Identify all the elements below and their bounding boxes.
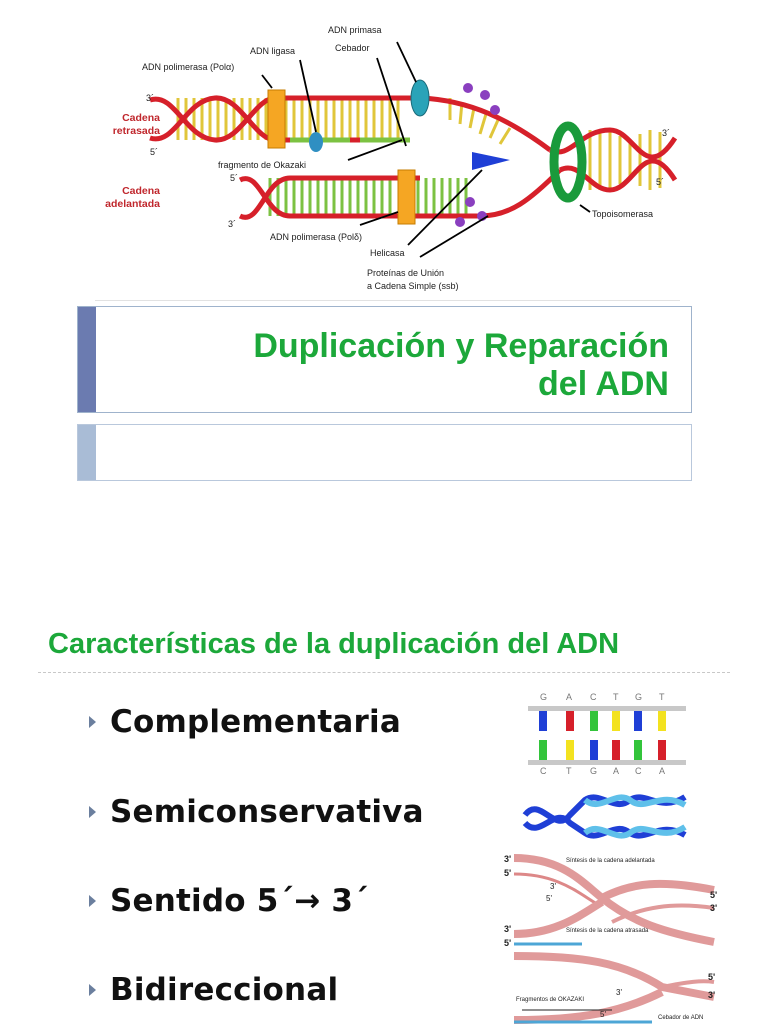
fork-end-label: 5' [708,972,716,982]
base-bottom: A [659,766,666,776]
end-bot-left-3: 3´ [228,219,237,229]
fork-end-label: 5' [710,890,718,900]
base-bottom: T [566,766,572,776]
base-top: G [540,692,548,702]
base-pairing-figure: G A C T G T C T G A C A [528,690,688,778]
page-title: Duplicación y Reparación del ADN [253,327,669,403]
bullet-text: Bidireccional [110,972,339,1008]
subtitle-accent-bar [78,425,96,480]
label-primasa: ADN primasa [328,25,382,35]
base-top: T [659,692,665,702]
base-bottom: A [613,766,620,776]
fork-end-label: 5' [600,1010,606,1019]
label-cadena-adelantada: Cadena adelantada [105,185,160,210]
base-top: C [590,692,597,702]
fork-primer-label: Cebador de ADN [658,1015,704,1021]
topoisomerase-ring [549,121,587,203]
label-okazaki: fragmento de Okazaki [218,160,307,170]
label-helicasa: Helicasa [370,248,405,258]
end-top-left-3: 3´ [146,93,155,103]
label-ligasa: ADN ligasa [250,46,296,56]
end-top-left-5: 5´ [150,147,159,157]
base-pairing-svg [528,706,686,765]
bullet-arrow-icon [89,806,96,818]
bullet-arrow-icon [89,984,96,996]
fork-end-label: 3' [504,924,512,934]
base-bottom: G [590,766,598,776]
base-bottom: C [635,766,642,776]
label-cadena-retrasada: Cadena retrasada [112,112,160,137]
fork-leading-label: Síntesis de la cadena adelantada [566,858,655,864]
replication-diagram: ADN primasa Cebador ADN ligasa ADN polim… [90,20,690,300]
label-polimerasa-delta: ADN polimerasa (Polδ) [270,232,363,242]
fork-end-label: 3' [550,882,556,891]
replication-fork-svg [513,854,715,1024]
fork-okazaki-label: Fragmentos de OKAZAKI [516,997,585,1003]
title-accent-bar [78,307,96,412]
base-top: T [613,692,619,702]
fork-end-label: 5' [504,938,512,948]
bullet-item: Complementaria [89,704,401,740]
semiconservative-figure [520,785,690,847]
semiconservative-svg [522,794,687,839]
replication-fork-figure: Síntesis de la cadena adelantada Síntesi… [502,852,724,1024]
fork-end-label: 3' [708,990,716,1000]
label-ssb-line2: a Cadena Simple (ssb) [367,281,459,291]
title-box: Duplicación y Reparación del ADN [77,306,692,413]
fork-end-label: 3' [710,903,718,913]
fork-end-label: 3' [504,854,512,864]
section-title: Características de la duplicación del AD… [48,628,620,660]
label-polimerasa-alpha: ADN polimerasa (Polα) [142,62,235,72]
bullet-item: Sentido 5´→ 3´ [89,883,369,919]
label-ssb-line1: Proteínas de Unión [367,268,445,278]
replication-diagram-svg [149,41,678,258]
header-separator [95,300,680,301]
bullet-item: Semiconservativa [89,794,424,830]
bullet-text: Semiconservativa [110,794,424,830]
bullet-text: Complementaria [110,704,401,740]
fork-end-label: 5' [504,868,512,878]
label-cebador: Cebador [335,43,370,53]
section-rule [38,672,730,673]
subtitle-box [77,424,692,481]
bullet-arrow-icon [89,895,96,907]
bullet-text: Sentido 5´→ 3´ [110,883,369,919]
base-bottom: C [540,766,547,776]
fork-lagging-label: Síntesis de la cadena atrasada [566,928,649,934]
bullet-arrow-icon [89,716,96,728]
fork-end-label: 5' [546,894,552,903]
end-right-5: 5´ [656,177,665,187]
base-top: G [635,692,643,702]
end-bot-left-5: 5´ [230,173,239,183]
bullet-item: Bidireccional [89,972,338,1008]
end-right-3: 3´ [662,128,671,138]
base-top: A [566,692,573,702]
label-topoisomerasa: Topoisomerasa [592,209,654,219]
fork-end-label: 3' [616,988,622,997]
